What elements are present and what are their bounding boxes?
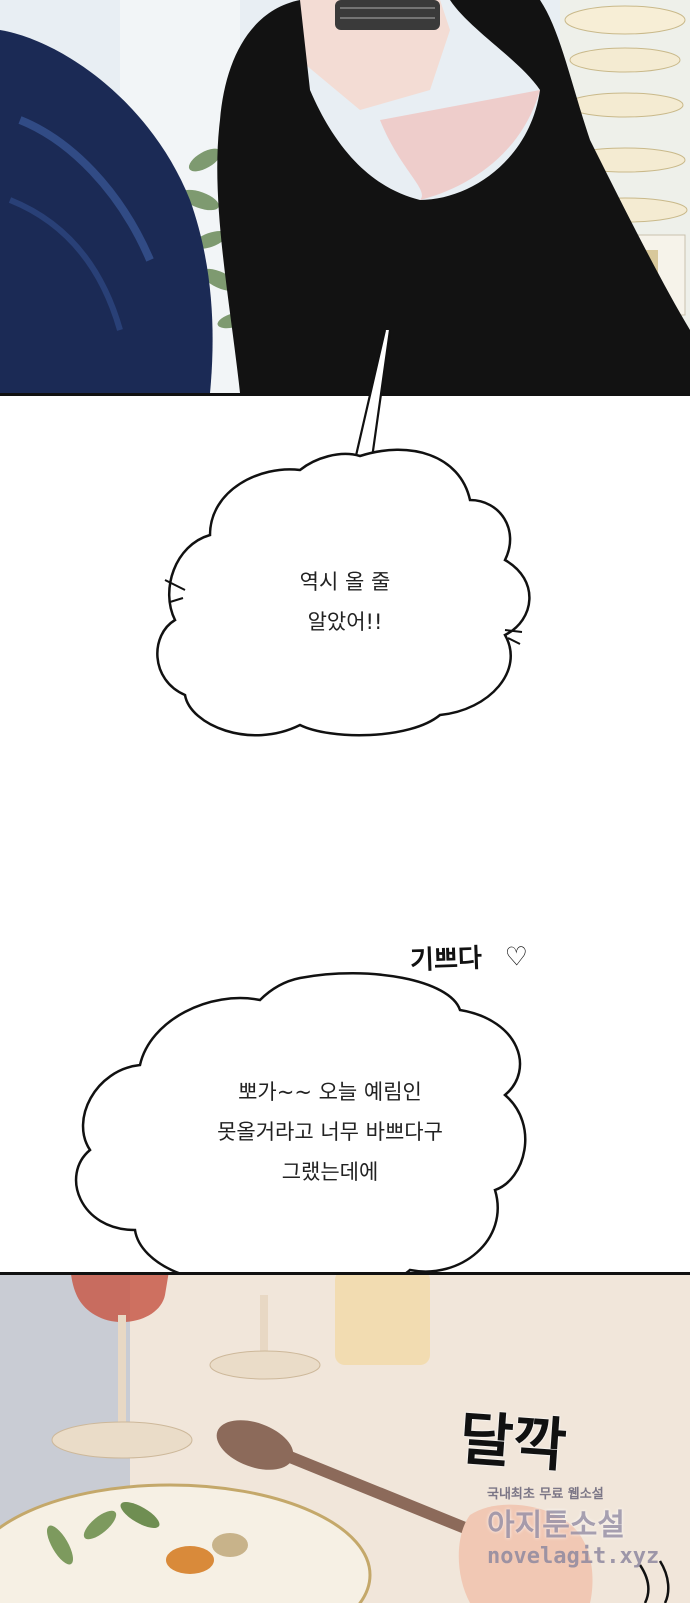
- watermark-url: novelagit.xyz: [487, 1544, 660, 1569]
- speech-line: 알았어!!: [307, 610, 383, 634]
- wine-glass-illustration: [51, 1275, 193, 1459]
- hand-illustration: [458, 1504, 593, 1603]
- speech-line: 역시 올 줄: [299, 570, 391, 594]
- spoon-illustration: [216, 1420, 476, 1536]
- watermark-brand: 아지툰소설: [487, 1508, 625, 1543]
- drink-glass-illustration: [209, 1275, 430, 1380]
- speech-bubble-2-text: 뽀가~~ 오늘 예림인 못올거라고 너무 바쁘다구 그랬는데에: [140, 1072, 520, 1192]
- bottom-illustration-panel: [0, 1272, 690, 1603]
- top-illustration-panel: [0, 0, 690, 396]
- sound-effect-text: 달깍: [457, 1404, 569, 1480]
- watermark-tagline: 국내최초 무료 웹소설: [487, 1487, 604, 1502]
- plate-illustration: [0, 1483, 372, 1603]
- speech-line: 뽀가~~ 오늘 예림인: [238, 1080, 422, 1104]
- blue-hair-figure: [0, 30, 213, 393]
- speech-line: 못올거라고 너무 바쁘다구: [217, 1120, 443, 1144]
- speech-bubble-1: [156, 330, 531, 737]
- bottom-illustration: [0, 1275, 690, 1603]
- woman-black-dress: [217, 0, 690, 393]
- top-illustration: [0, 0, 690, 393]
- speech-line: 그랬는데에: [281, 1160, 379, 1184]
- speech-bubble-1-text: 역시 올 줄 알았어!!: [240, 562, 450, 642]
